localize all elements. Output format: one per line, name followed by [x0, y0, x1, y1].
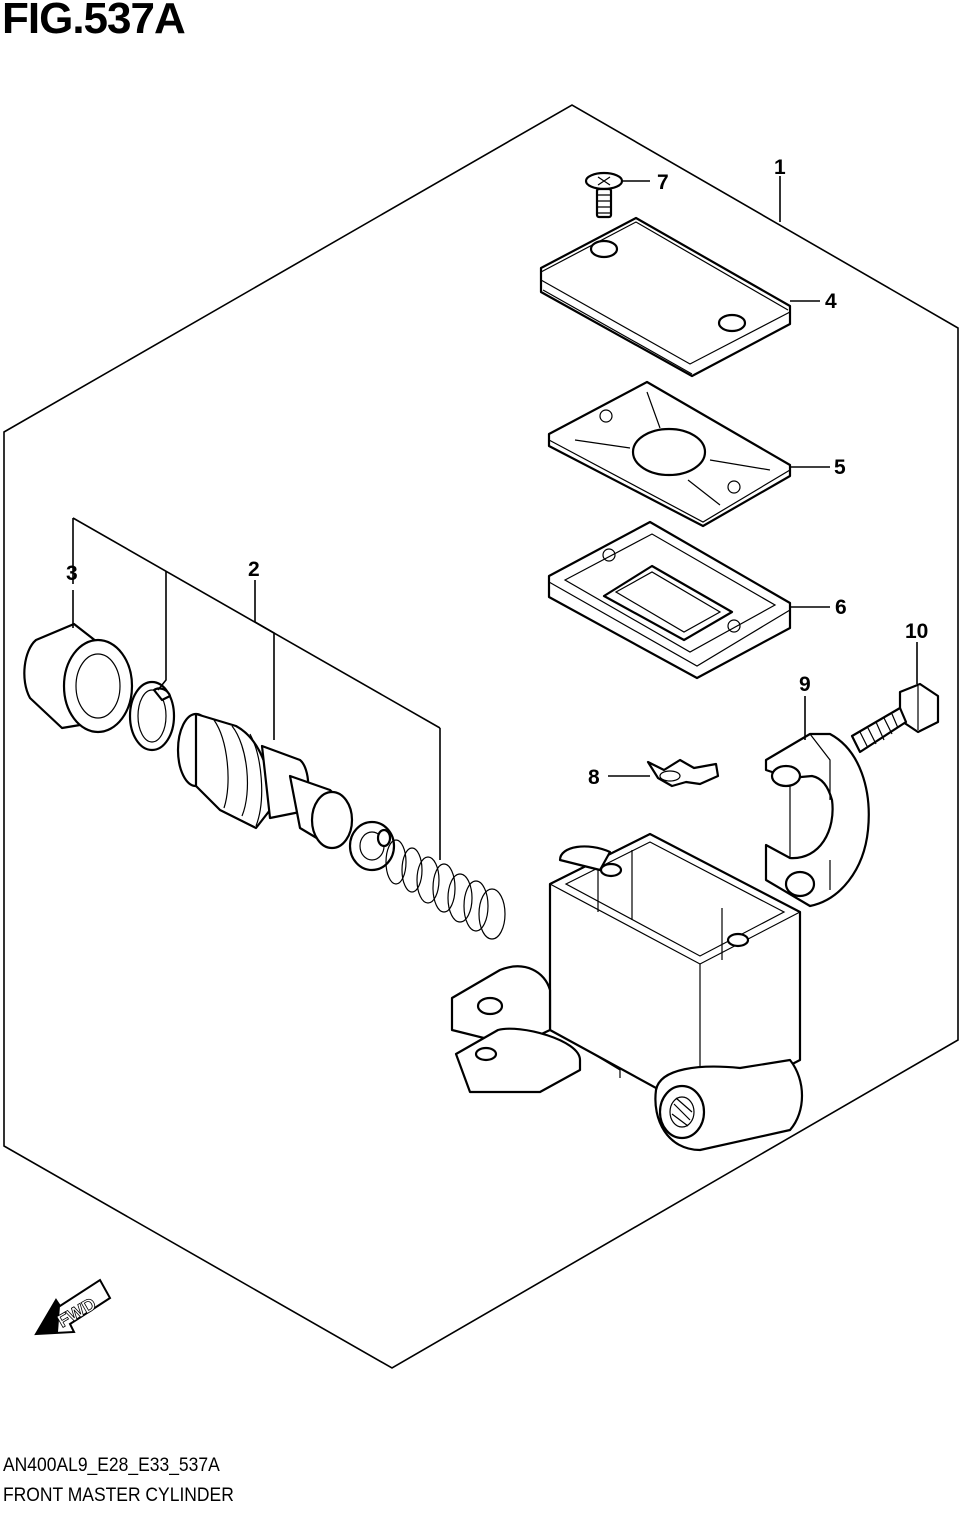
part-7-screw[interactable] — [584, 171, 624, 219]
part-2-piston[interactable] — [176, 712, 396, 872]
part-6-diaphragm[interactable] — [547, 520, 792, 680]
diagram-code: AN400AL9_E28_E33_537A — [3, 1455, 220, 1476]
callout-5: 5 — [834, 456, 846, 479]
callout-7: 7 — [657, 171, 669, 194]
master-cylinder-body[interactable] — [450, 832, 804, 1152]
part-circlip[interactable] — [128, 680, 176, 752]
part-5-diaphragm-plate[interactable] — [547, 380, 792, 528]
diagram-name: FRONT MASTER CYLINDER — [3, 1485, 234, 1506]
figure-title: FIG.537A — [2, 0, 186, 43]
part-9-holder[interactable] — [764, 732, 870, 908]
callout-9: 9 — [799, 673, 811, 696]
fwd-arrow-icon: FWD — [34, 1278, 112, 1336]
callout-6: 6 — [835, 596, 847, 619]
part-4-cap[interactable] — [539, 216, 792, 378]
callout-1: 1 — [774, 156, 786, 179]
callout-2: 2 — [248, 558, 260, 581]
part-10-bolt[interactable] — [850, 682, 940, 754]
callout-8: 8 — [588, 766, 600, 789]
part-3-boot[interactable] — [23, 622, 134, 734]
part-8-clip[interactable] — [646, 758, 720, 788]
leader-lines — [72, 176, 918, 860]
part-spring[interactable] — [385, 839, 506, 940]
assembly-outline — [3, 104, 959, 1369]
callout-10: 10 — [905, 620, 928, 643]
callout-4: 4 — [825, 290, 837, 313]
callout-3: 3 — [66, 562, 78, 585]
